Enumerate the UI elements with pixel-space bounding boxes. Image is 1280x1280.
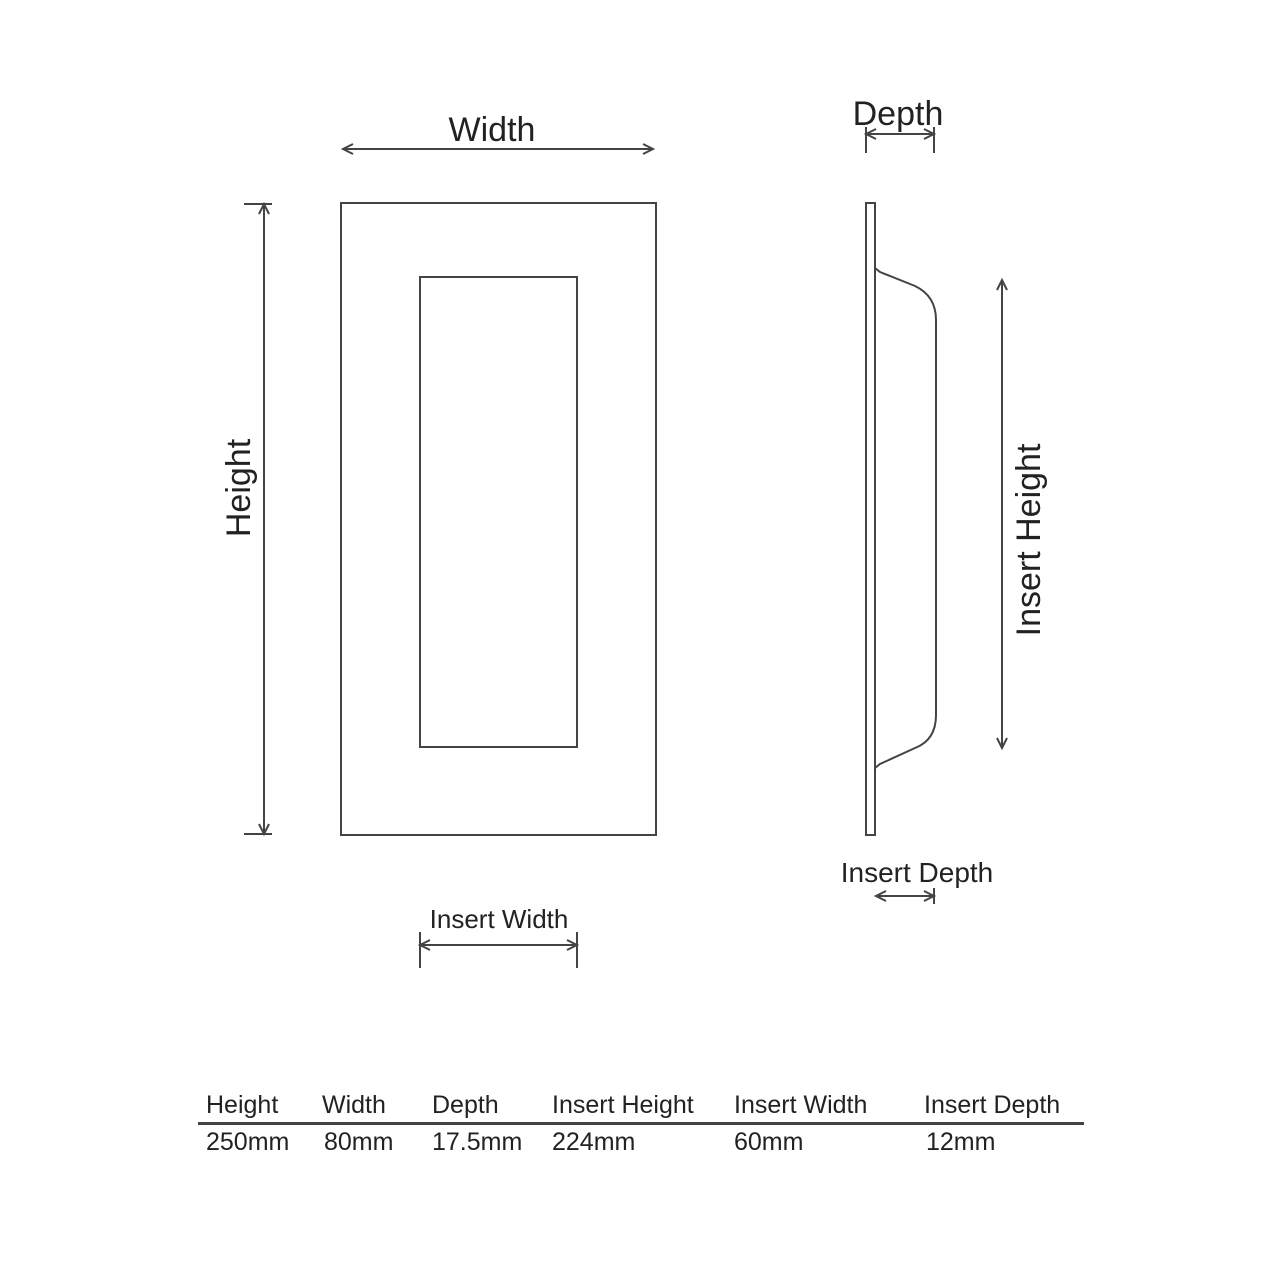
depth-label: Depth — [853, 95, 944, 133]
spec-value-width: 80mm — [324, 1128, 394, 1156]
insert-width-label: Insert Width — [430, 904, 569, 934]
spec-value-insert-depth: 12mm — [926, 1128, 996, 1156]
dimension-spec-table: Height Width Depth Insert Height Insert … — [198, 1088, 1084, 1159]
front-plate-outline — [340, 202, 657, 836]
insert-width-dimension-line — [417, 932, 580, 968]
side-insert-profile — [874, 267, 937, 769]
spec-value-depth: 17.5mm — [432, 1128, 523, 1156]
spec-header-height: Height — [206, 1091, 279, 1119]
insert-height-label: Insert Height — [1010, 443, 1048, 636]
spec-value-row: 250mm 80mm 17.5mm 224mm 60mm 12mm — [198, 1125, 1084, 1159]
height-dimension-line — [244, 201, 272, 837]
spec-header-row: Height Width Depth Insert Height Insert … — [198, 1088, 1084, 1122]
dimension-diagram: Width Depth Height Insert Height Insert … — [220, 95, 1048, 968]
spec-header-insert-height: Insert Height — [552, 1091, 694, 1119]
front-insert-outline — [419, 276, 578, 748]
insert-depth-label: Insert Depth — [841, 857, 994, 888]
depth-dimension-line — [863, 127, 937, 153]
width-label: Width — [449, 111, 536, 149]
insert-height-dimension-line — [996, 277, 1008, 751]
spec-header-insert-depth: Insert Depth — [924, 1091, 1061, 1119]
height-label: Height — [220, 438, 258, 537]
spec-divider — [198, 1122, 1084, 1125]
side-plate-outline — [865, 202, 876, 836]
insert-depth-dimension-line — [873, 888, 937, 904]
spec-header-insert-width: Insert Width — [734, 1091, 868, 1119]
spec-header-depth: Depth — [432, 1091, 499, 1119]
spec-value-insert-height: 224mm — [552, 1128, 636, 1156]
spec-header-width: Width — [322, 1091, 386, 1119]
spec-value-insert-width: 60mm — [734, 1128, 804, 1156]
spec-value-height: 250mm — [206, 1128, 290, 1156]
width-dimension-line — [340, 143, 656, 155]
